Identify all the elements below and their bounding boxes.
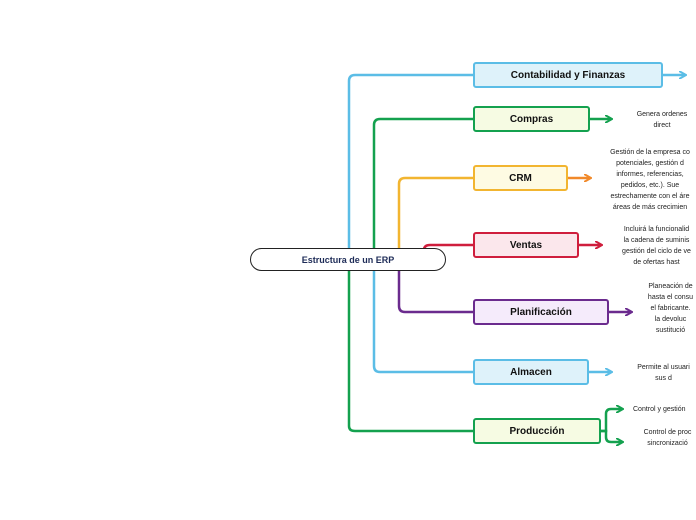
note-produccion-2: Control de proc sincronizació bbox=[643, 429, 692, 447]
connector-contabilidad bbox=[347, 73, 474, 248]
note-crm: Gestión de la empresa co potenciales, ge… bbox=[610, 149, 690, 211]
note-almacen: Permite al usuari sus d bbox=[637, 364, 690, 382]
node-produccion[interactable]: Producción bbox=[473, 418, 601, 444]
connector-planificacion bbox=[397, 271, 474, 314]
note-compras: Genera ordenes direct bbox=[636, 111, 688, 129]
node-planificacion[interactable]: Planificación bbox=[473, 299, 609, 325]
connector-compras bbox=[372, 117, 474, 248]
arrow-produccion-1 bbox=[601, 409, 622, 433]
node-almacen[interactable]: Almacen bbox=[473, 359, 589, 385]
note-planificacion: Planeación de hasta el consu el fabrican… bbox=[647, 283, 694, 334]
node-ventas[interactable]: Ventas bbox=[473, 232, 579, 258]
connector-produccion bbox=[347, 271, 474, 433]
arrow-produccion-2 bbox=[601, 429, 622, 442]
connector-crm bbox=[397, 176, 474, 248]
node-crm[interactable]: CRM bbox=[473, 165, 568, 191]
connector-almacen bbox=[372, 271, 474, 374]
note-ventas: Incluirá la funcionalid la cadena de sum… bbox=[622, 226, 691, 266]
node-compras[interactable]: Compras bbox=[473, 106, 590, 132]
note-produccion-1: Control y gestión bbox=[633, 406, 686, 413]
root-node[interactable]: Estructura de un ERP bbox=[250, 248, 446, 271]
node-contabilidad[interactable]: Contabilidad y Finanzas bbox=[473, 62, 663, 88]
